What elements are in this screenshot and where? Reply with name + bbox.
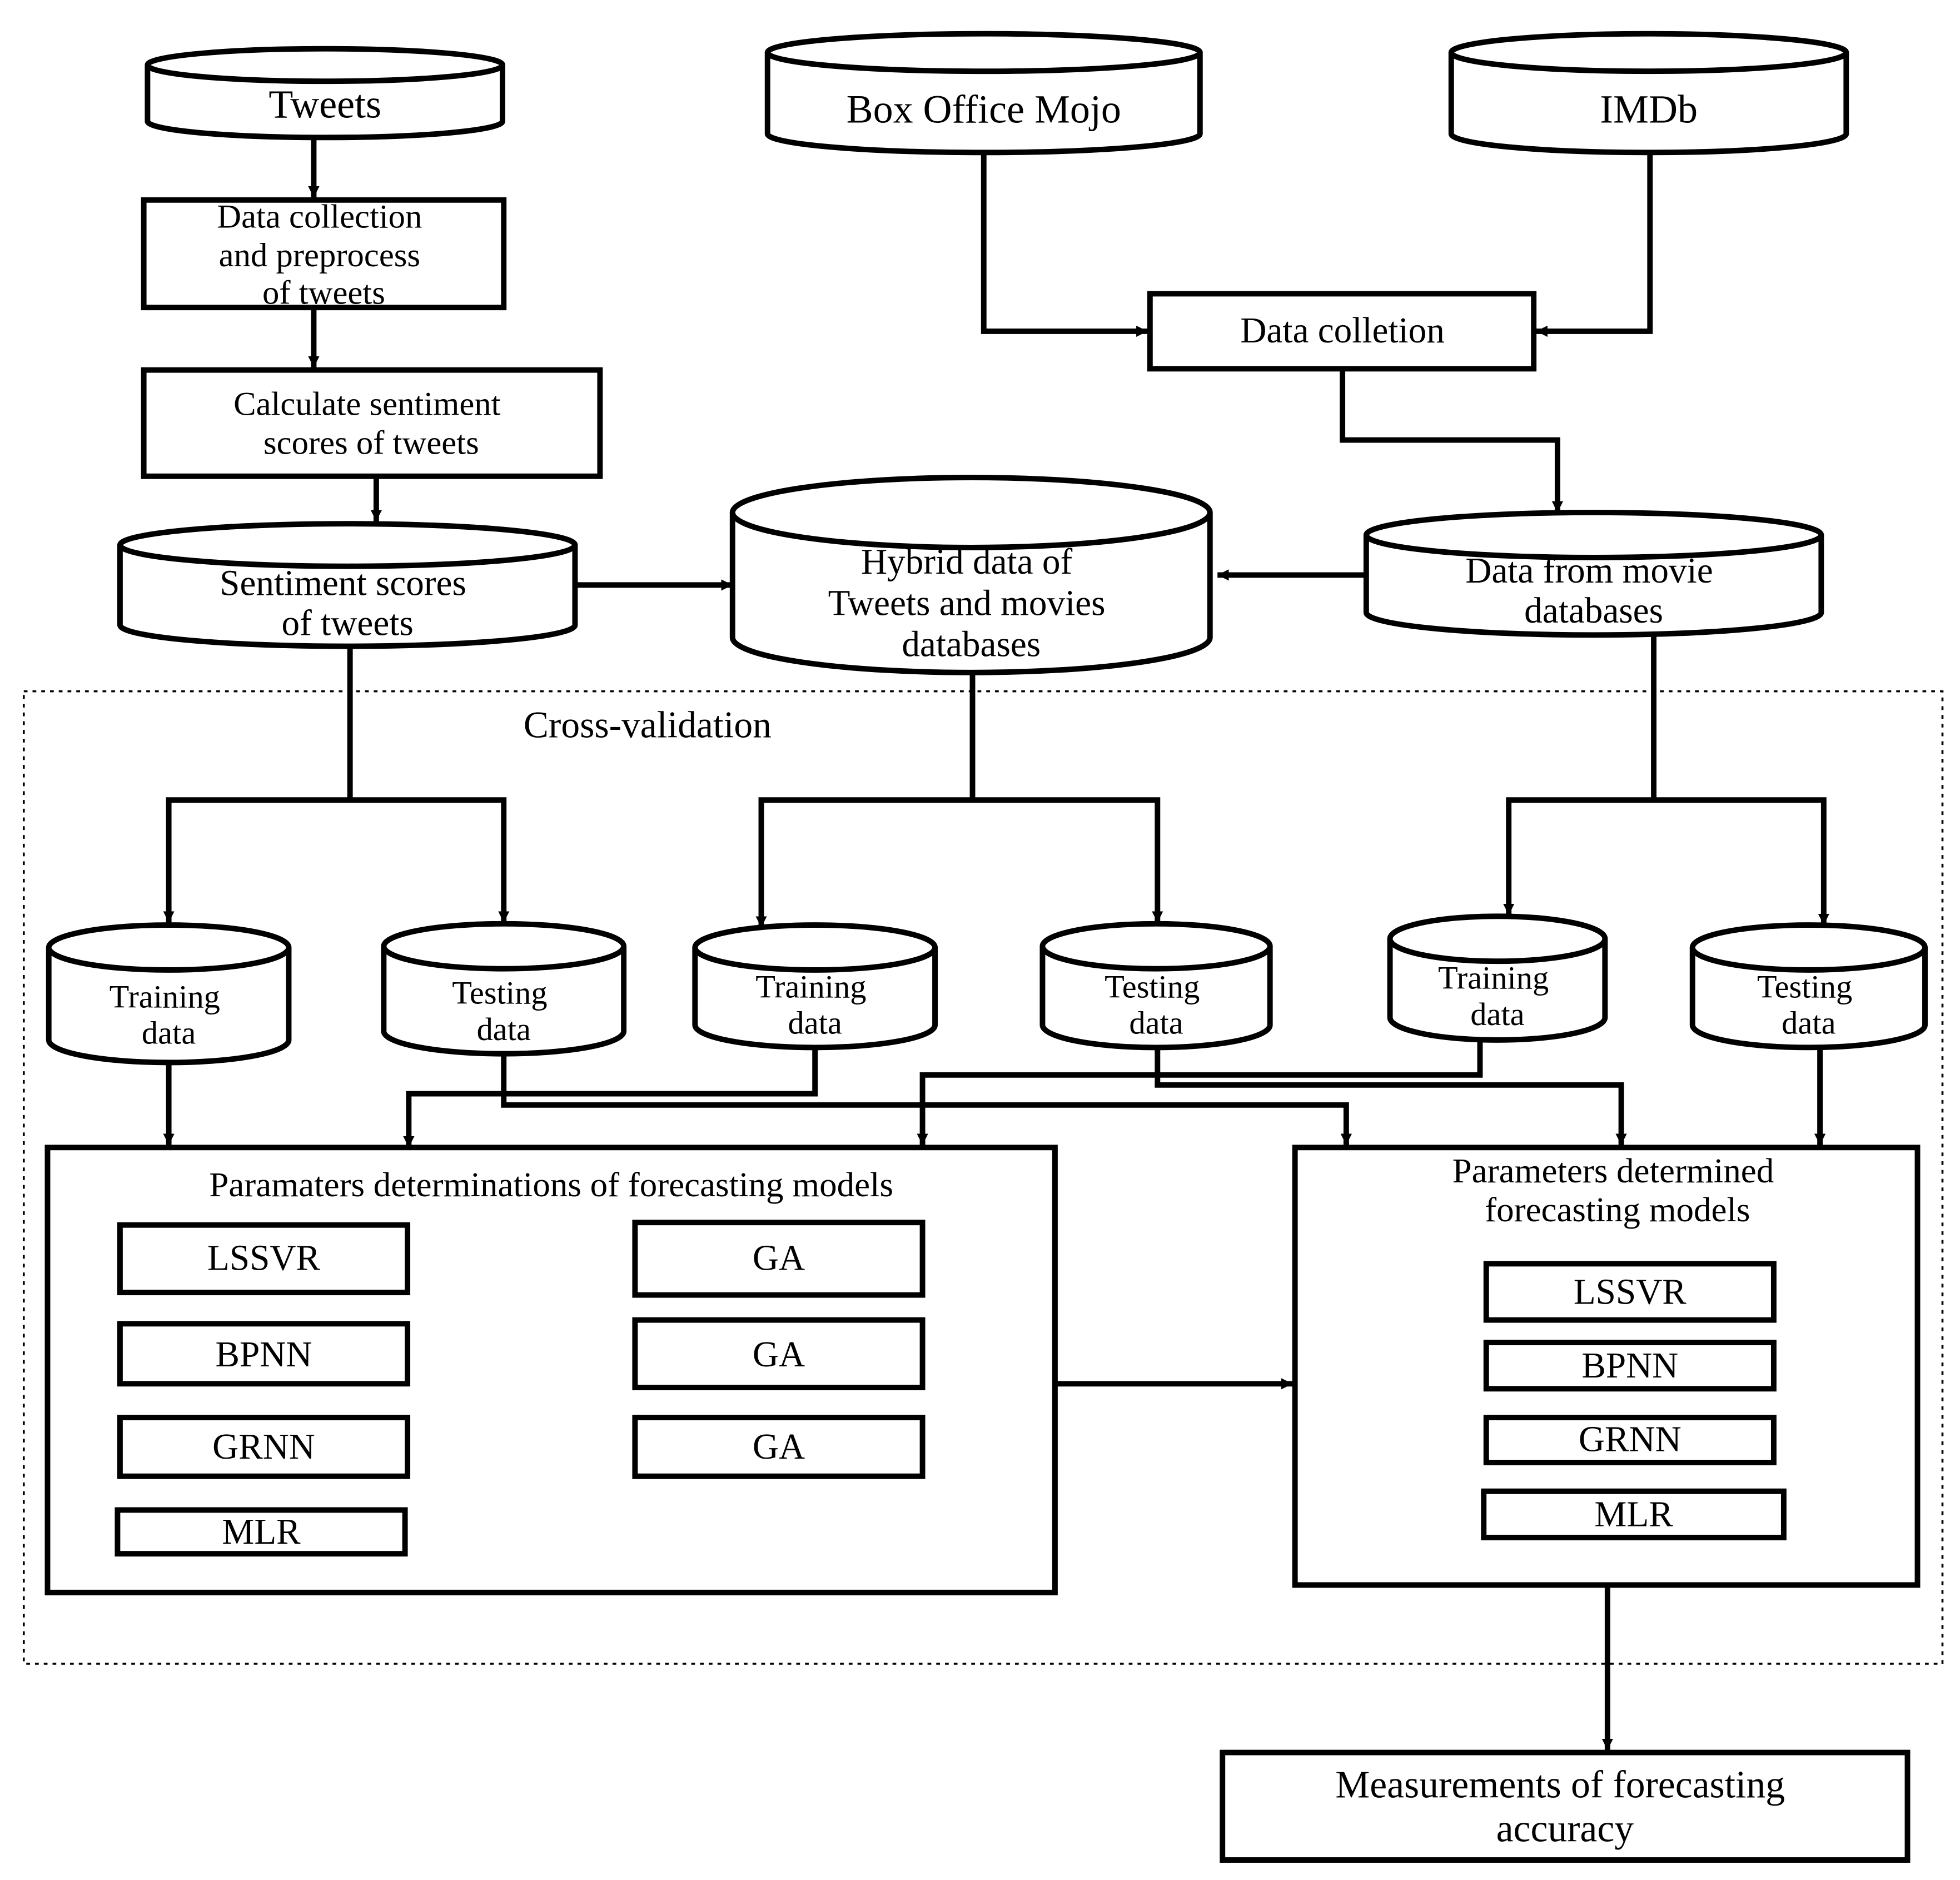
training-data-database: Training data bbox=[692, 922, 938, 1051]
ga-label: GA bbox=[753, 1239, 805, 1279]
svg-text:Parameters determined fo: Parameters determined forecasting models bbox=[1452, 1151, 1783, 1229]
process-line: of tweets bbox=[262, 274, 385, 311]
model-label: MLR bbox=[222, 1512, 301, 1552]
imdb-label: IMDb bbox=[1600, 87, 1698, 131]
model-box-mlr: MLR bbox=[115, 1507, 408, 1557]
hybrid-data-database: Hybrid data of Tweets and movies databas… bbox=[729, 475, 1213, 675]
model-label: MLR bbox=[1594, 1495, 1673, 1535]
model-box-bpnn: BPNN bbox=[1483, 1340, 1777, 1392]
process-line: Calculate sentiment bbox=[233, 386, 501, 423]
imdb-database: IMDb bbox=[1448, 31, 1849, 156]
ga-box: GA bbox=[632, 1220, 926, 1298]
measurements-box: Measurements of forecasting accuracy bbox=[1220, 1749, 1911, 1863]
movie-databases-store: Data from movie databases bbox=[1363, 510, 1824, 638]
data-collection-preprocess-box: Data collection and preprocess of tweets bbox=[141, 197, 507, 311]
model-label: BPNN bbox=[216, 1335, 312, 1375]
svg-text:Measurements of forecasting: Measurements of forecasting accuracy bbox=[1335, 1764, 1794, 1851]
svg-text:Hybrid data of Tweets an: Hybrid data of Tweets and movies databas… bbox=[828, 542, 1115, 664]
svg-text:Data from movie database: Data from movie databases bbox=[1465, 551, 1722, 631]
process-line: and preprocess bbox=[219, 237, 420, 274]
testing-data-database: Testing data bbox=[1039, 921, 1273, 1051]
svg-text:Calculate sentiment scor: Calculate sentiment scores of tweets bbox=[233, 386, 509, 462]
process-line: Data collection bbox=[217, 198, 422, 235]
store-line: databases bbox=[902, 625, 1041, 665]
store-line: Sentiment scores bbox=[220, 563, 466, 603]
process-line: scores of tweets bbox=[263, 424, 479, 461]
training-data-database: Training data bbox=[46, 922, 292, 1066]
model-label: BPNN bbox=[1581, 1346, 1678, 1386]
ga-label: GA bbox=[753, 1335, 805, 1375]
svg-text:Training data: Training data bbox=[755, 968, 874, 1041]
model-box-mlr: MLR bbox=[1481, 1488, 1787, 1540]
determined-models-box: Parameters determined forecasting models… bbox=[1292, 1145, 1921, 1588]
store-line: databases bbox=[1524, 591, 1663, 631]
model-box-lssvr: LSSVR bbox=[1483, 1261, 1777, 1323]
store-line: Data from movie bbox=[1465, 551, 1713, 591]
training-data-database: Training data bbox=[1387, 913, 1608, 1043]
split-line: Testing bbox=[452, 975, 547, 1011]
svg-text:Data collection and prep: Data collection and preprocess of tweets bbox=[217, 198, 430, 311]
svg-text:Testing data: Testing data bbox=[1105, 968, 1208, 1041]
determined-models-title: Parameters determined bbox=[1452, 1151, 1774, 1190]
ga-box: GA bbox=[632, 1415, 926, 1479]
split-line: Training bbox=[755, 968, 866, 1004]
parameter-determination-box: Paramaters determinations of forecasting… bbox=[44, 1145, 1058, 1595]
split-line: data bbox=[142, 1015, 196, 1051]
tweets-label: Tweets bbox=[268, 82, 381, 126]
store-line: Tweets and movies bbox=[828, 583, 1106, 623]
tweets-database: Tweets bbox=[145, 46, 505, 141]
model-box-bpnn: BPNN bbox=[117, 1321, 411, 1387]
svg-text:Sentiment scores of twee: Sentiment scores of tweets bbox=[220, 563, 475, 643]
split-line: data bbox=[1129, 1005, 1183, 1041]
testing-data-database: Testing data bbox=[1689, 922, 1928, 1051]
box-office-mojo-database: Box Office Mojo bbox=[764, 31, 1203, 156]
svg-text:Testing data: Testing data bbox=[1757, 968, 1860, 1041]
model-label: GRNN bbox=[212, 1427, 315, 1467]
model-box-lssvr: LSSVR bbox=[117, 1222, 411, 1296]
calculate-sentiment-box: Calculate sentiment scores of tweets bbox=[141, 367, 603, 479]
determined-models-title: forecasting models bbox=[1485, 1190, 1750, 1229]
ga-label: GA bbox=[753, 1427, 805, 1467]
svg-text:Training data: Training data bbox=[1438, 960, 1557, 1032]
model-label: GRNN bbox=[1579, 1420, 1682, 1460]
split-line: Training bbox=[1438, 960, 1549, 996]
measurements-line: accuracy bbox=[1496, 1807, 1634, 1850]
data-colletion-label: Data colletion bbox=[1240, 311, 1445, 351]
model-box-grnn: GRNN bbox=[117, 1415, 411, 1479]
cross-validation-region bbox=[22, 690, 1944, 1665]
split-line: data bbox=[477, 1011, 531, 1047]
svg-text:Testing data: Testing data bbox=[452, 975, 555, 1047]
svg-text:Training data: Training data bbox=[110, 978, 228, 1051]
split-line: Testing bbox=[1757, 968, 1852, 1004]
split-line: Testing bbox=[1105, 968, 1200, 1004]
measurements-line: Measurements of forecasting bbox=[1335, 1764, 1785, 1807]
store-line: of tweets bbox=[282, 603, 414, 643]
split-line: data bbox=[1470, 996, 1524, 1032]
data-colletion-box: Data colletion bbox=[1147, 291, 1537, 372]
parameter-determination-title: Paramaters determinations of forecasting… bbox=[209, 1165, 893, 1204]
cross-validation-label: Cross-validation bbox=[524, 704, 772, 746]
split-line: Training bbox=[110, 978, 220, 1014]
sentiment-scores-database: Sentiment scores of tweets bbox=[117, 521, 578, 649]
model-label: LSSVR bbox=[1574, 1272, 1687, 1312]
model-box-grnn: GRNN bbox=[1483, 1415, 1777, 1465]
box-office-mojo-label: Box Office Mojo bbox=[847, 87, 1121, 131]
store-line: Hybrid data of bbox=[861, 542, 1073, 582]
model-label: LSSVR bbox=[207, 1239, 320, 1279]
testing-data-database: Testing data bbox=[381, 921, 627, 1057]
split-line: data bbox=[1782, 1005, 1835, 1041]
ga-box: GA bbox=[632, 1317, 926, 1390]
split-line: data bbox=[788, 1005, 842, 1041]
